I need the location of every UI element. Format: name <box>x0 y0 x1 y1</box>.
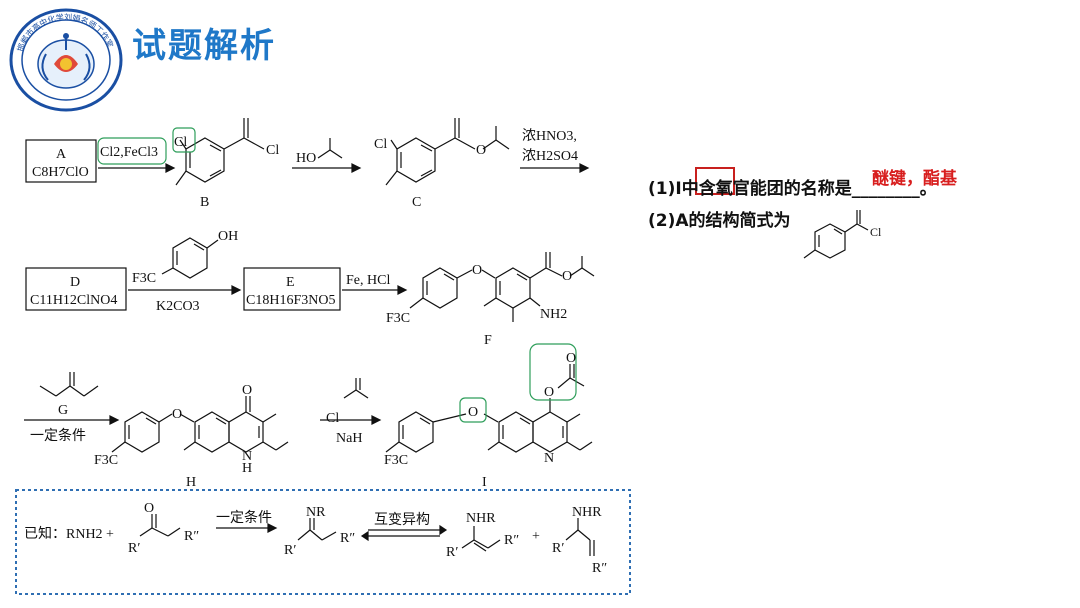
label-o-ester-F: O <box>562 269 572 284</box>
reagent-G: G <box>58 403 68 418</box>
label-f3c-phenol: F3C <box>132 271 156 286</box>
question-1: (1)I中含氧官能团的名称是________。 <box>648 179 937 199</box>
reagent-k2co3: K2CO3 <box>156 299 200 314</box>
label-o-ester-I: O <box>544 385 554 400</box>
label-o-carbonyl-I: O <box>566 351 576 366</box>
reagent-hno3: 浓HNO3, <box>522 128 577 144</box>
formula-D: C11H12ClNO4 <box>30 293 117 308</box>
compound-B: B <box>200 195 209 210</box>
known-equilibrium: 互变异构 <box>374 512 430 528</box>
answer-1: 醚键，酯基 <box>872 169 957 189</box>
school-logo: 邯郸市高中化学刘娟名师工作室 <box>8 8 124 112</box>
label-D: D <box>70 275 80 290</box>
label-o-ether-H: O <box>172 407 182 422</box>
known-o-1: O <box>144 501 154 516</box>
compound-H: H <box>186 475 196 490</box>
label-n-H: N <box>242 449 252 464</box>
label-nh2: NH2 <box>540 307 567 322</box>
reagent-ho: HO <box>296 151 316 166</box>
condition-G: 一定条件 <box>30 427 86 444</box>
known-r1-d: R′ <box>552 541 564 556</box>
known-plus: + <box>532 529 540 544</box>
label-E: E <box>286 275 295 290</box>
page-title: 试题解析 <box>132 26 276 66</box>
formula-A: C8H7ClO <box>32 165 89 180</box>
label-h-H: H <box>242 461 252 476</box>
known-prefix: 已知：RNH2 + <box>24 525 114 542</box>
label-o-ether-F: O <box>472 263 482 278</box>
known-r1-c: R′ <box>446 545 458 560</box>
label-cl-B: Cl <box>174 135 187 150</box>
reagent-h2so4: 浓H2SO4 <box>522 148 578 164</box>
label-cl-acyl-B: Cl <box>266 143 279 158</box>
compound-C: C <box>412 195 421 210</box>
reagent-nah: NaH <box>336 431 362 446</box>
known-nr: NR <box>306 505 326 520</box>
known-r1-b: R′ <box>284 543 296 558</box>
label-A: A <box>56 147 67 162</box>
compound-I: I <box>482 475 487 490</box>
known-r2-c: R″ <box>504 533 519 548</box>
label-oh: OH <box>218 229 238 244</box>
reagent-acetyl-cl: Cl <box>326 411 339 426</box>
label-f3c-F: F3C <box>386 311 410 326</box>
label-o-ether-I: O <box>468 405 478 420</box>
known-r2-a: R″ <box>184 529 199 544</box>
known-r2-d: R″ <box>592 561 607 576</box>
known-condition: 一定条件 <box>216 509 272 526</box>
q2-answer-cl: Cl <box>870 225 882 239</box>
known-nhr-1: NHR <box>466 511 496 526</box>
reagent-cl2-fecl3: Cl2,FeCl3 <box>100 145 158 160</box>
formula-E: C18H16F3NO5 <box>246 293 335 308</box>
reagent-fe-hcl: Fe, HCl <box>346 273 390 288</box>
known-r1-a: R′ <box>128 541 140 556</box>
label-o-ester-C: O <box>476 143 486 158</box>
label-n-I: N <box>544 451 554 466</box>
label-f3c-H: F3C <box>94 453 118 468</box>
known-r2-b: R″ <box>340 531 355 546</box>
compound-F: F <box>484 333 492 348</box>
label-cl-C: Cl <box>374 137 387 152</box>
question-2: (2)A的结构简式为 <box>648 211 791 231</box>
label-f3c-I: F3C <box>384 453 408 468</box>
known-nhr-2: NHR <box>572 505 602 520</box>
label-o-ketone-H: O <box>242 383 252 398</box>
